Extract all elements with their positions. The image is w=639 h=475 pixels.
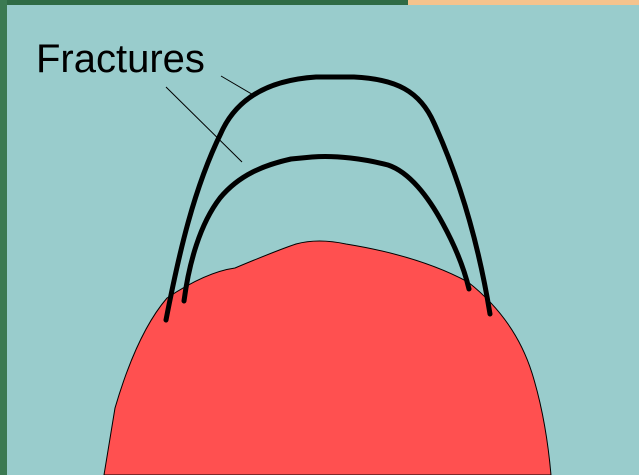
pointer-line-to-outer-fracture [221,76,255,96]
pointer-line-to-inner-fracture [166,87,242,162]
fractures-label: Fractures [36,37,205,81]
